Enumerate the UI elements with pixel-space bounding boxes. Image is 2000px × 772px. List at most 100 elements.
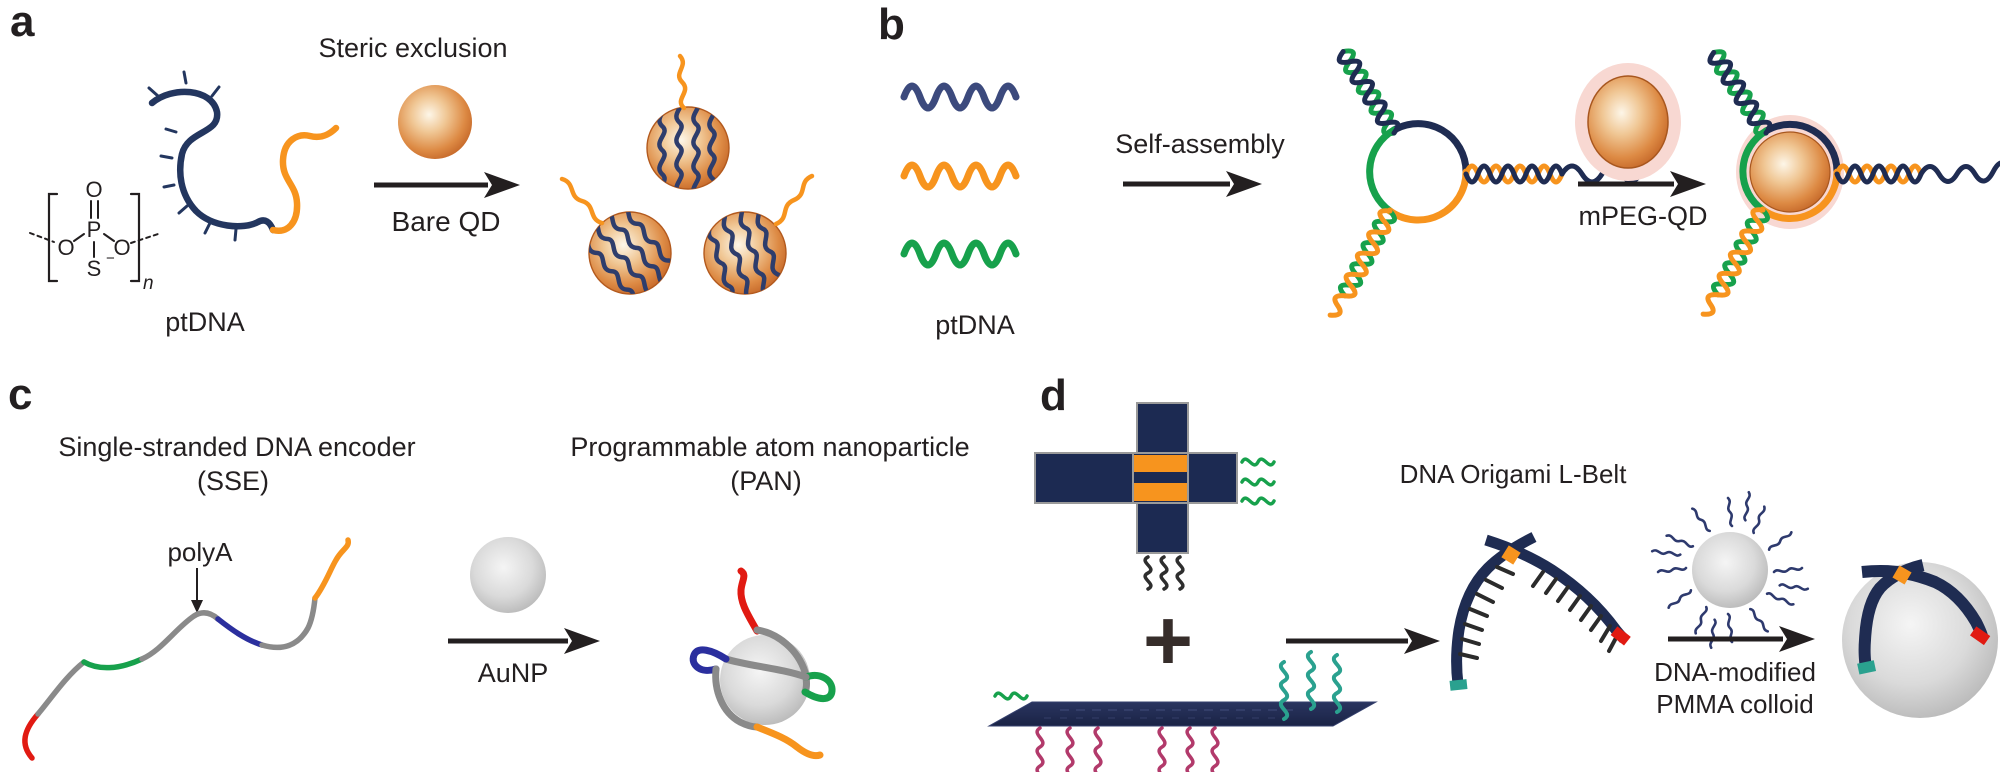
cross-orange-stripe-top <box>1134 455 1187 472</box>
panel-a-arrow <box>374 172 520 198</box>
bond-p-oleft <box>73 233 85 242</box>
origami-cross-icon <box>1034 402 1238 554</box>
pan-title: Programmable atom nanoparticle <box>570 432 969 462</box>
helix-arm-right <box>1834 160 2000 185</box>
pan-subtitle: (PAN) <box>730 466 802 496</box>
bracket-right <box>129 192 141 283</box>
sse-gray-segment <box>259 595 318 651</box>
belt-orange-joint <box>1892 565 1912 585</box>
ring-green-arc <box>1366 126 1398 215</box>
belt-red-end <box>1610 626 1631 646</box>
sse-title: Single-stranded DNA encoder <box>58 432 415 462</box>
dna-colloid-icon <box>1650 490 1810 650</box>
wrapped-qd-bottom-left <box>559 176 685 313</box>
self-assembly-label: Self-assembly <box>1115 129 1285 159</box>
helix-arm-top-left <box>1707 48 1773 137</box>
helix-arm-bottom-left <box>1327 207 1397 318</box>
pan-gray-wrap-left <box>712 665 761 731</box>
green-strand-icon <box>900 239 1020 269</box>
mpeg-qd-icon <box>1575 63 1681 181</box>
pan-gray-diagonal <box>722 655 810 681</box>
cross-orange-stripe-bottom <box>1134 483 1187 501</box>
orange-strand-icon <box>900 161 1020 191</box>
cross-black-sticky-ends <box>1143 555 1185 591</box>
aunp-sphere-icon <box>470 537 546 613</box>
panel-a: a Steric exclusion O P O O S − n <box>10 0 815 337</box>
panel-d-arrow-2 <box>1668 626 1815 652</box>
pan-orange-tail <box>753 723 824 760</box>
orange-tail-icon <box>676 53 688 111</box>
atom-phosphorus: P <box>87 217 102 242</box>
phosphorothioate-structure-icon: O P O O S − n <box>29 177 159 294</box>
wrapped-qd-products <box>559 53 815 313</box>
qd-in-ring-icon <box>1700 48 2000 317</box>
arrowhead-icon <box>1404 628 1440 654</box>
sheet-body <box>987 701 1378 727</box>
panel-b-ptdna-label: ptDNA <box>935 310 1015 340</box>
ptdna-strands-icon <box>900 82 1020 269</box>
pan-green-loop <box>801 672 836 703</box>
repeat-subscript: n <box>143 273 154 294</box>
belt-orange-joint <box>1501 545 1521 565</box>
wrapped-qd-top <box>646 53 730 190</box>
sheet-green-sticky-end <box>993 691 1029 701</box>
sse-subtitle: (SSE) <box>197 466 269 496</box>
helix-arm-top-left <box>1336 47 1400 137</box>
ptdna-strand-icon <box>147 70 340 242</box>
orange-tail <box>1700 292 1721 317</box>
belt-red-end <box>1970 626 1991 646</box>
pan-blue-loop <box>689 646 730 674</box>
ring-orange-arc <box>1759 168 1841 223</box>
atom-oxygen-right: O <box>113 235 130 260</box>
cross-right-block <box>1187 452 1238 504</box>
bracket-left <box>47 192 59 283</box>
arrowhead-icon <box>1670 171 1706 197</box>
panel-d-label: d <box>1040 371 1067 420</box>
arrowhead-icon <box>1226 171 1262 197</box>
sse-red-segment <box>22 711 41 761</box>
belt-on-colloid-icon <box>1842 559 1998 718</box>
ptdna-navy-segment <box>148 88 277 234</box>
assembled-ring-icon <box>1327 47 1657 318</box>
pan-red-tail <box>737 567 761 635</box>
backbone-dash-left <box>29 232 55 243</box>
arrowhead-icon <box>1779 626 1815 652</box>
polya-label: polyA <box>167 537 233 567</box>
orange-tail <box>1327 293 1348 318</box>
sse-gray-segment <box>35 659 87 717</box>
panel-b: b ptDNA Self-assembly <box>878 0 2000 340</box>
panel-c-arrow <box>448 628 600 654</box>
qd-core-sphere <box>1749 131 1831 213</box>
cross-green-sticky-ends <box>1240 457 1276 506</box>
ring-navy-arc <box>1762 120 1841 176</box>
arrowhead-icon <box>484 172 520 198</box>
sse-orange-segment <box>312 537 352 601</box>
pan-structure-icon <box>689 567 836 760</box>
colloid-label-line2: PMMA colloid <box>1656 689 1814 719</box>
panel-a-title: Steric exclusion <box>318 33 507 63</box>
navy-tail <box>1918 160 2000 184</box>
bond-p-oright <box>103 233 115 242</box>
atom-oxygen-top: O <box>85 177 102 202</box>
cross-bottom-block <box>1136 502 1189 554</box>
panel-b-arrow-1 <box>1123 171 1262 197</box>
panel-c-label: c <box>8 370 32 419</box>
mpeg-qd-label: mPEG-QD <box>1578 201 1707 231</box>
l-belt-title: DNA Origami L-Belt <box>1400 459 1628 489</box>
panel-a-ptdna-label: ptDNA <box>165 307 245 337</box>
aunp-label: AuNP <box>478 658 549 688</box>
panel-d: d + <box>987 371 1998 772</box>
panel-d-arrow-1 <box>1286 628 1440 654</box>
sse-blue-segment <box>215 616 265 648</box>
origami-sheet-icon <box>987 650 1378 772</box>
panel-a-label: a <box>10 0 35 46</box>
orange-tail-icon <box>773 173 815 227</box>
plus-symbol: + <box>1143 593 1193 689</box>
wrapped-qd-bottom-right <box>702 173 815 313</box>
ring-navy-arc <box>1390 120 1470 176</box>
colloid-label-line1: DNA-modified <box>1654 657 1816 687</box>
panel-b-label: b <box>878 0 905 49</box>
pan-gray-wrap-right <box>753 626 810 696</box>
